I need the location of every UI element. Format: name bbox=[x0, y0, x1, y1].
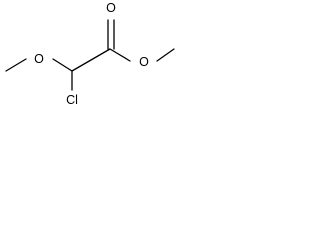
ester-oxygen-label: O bbox=[139, 55, 149, 69]
chemical-structure-diagram: O O O Cl bbox=[5, 1, 175, 107]
ether-oxygen-label: O bbox=[34, 52, 44, 66]
bond-methyl-ether-oxygen bbox=[5, 58, 27, 72]
structure-canvas: O O O Cl bbox=[0, 0, 180, 118]
carbonyl-oxygen-label: O bbox=[106, 1, 116, 15]
bond-carbonyl-carbon-ester-oxygen bbox=[109, 48, 131, 62]
bond-ether-oxygen-alpha-carbon bbox=[52, 58, 73, 72]
chlorine-label: Cl bbox=[66, 93, 78, 107]
bond-ester-oxygen-methyl bbox=[156, 48, 175, 62]
bond-alpha-carbon-carbonyl-carbon bbox=[71, 48, 111, 72]
